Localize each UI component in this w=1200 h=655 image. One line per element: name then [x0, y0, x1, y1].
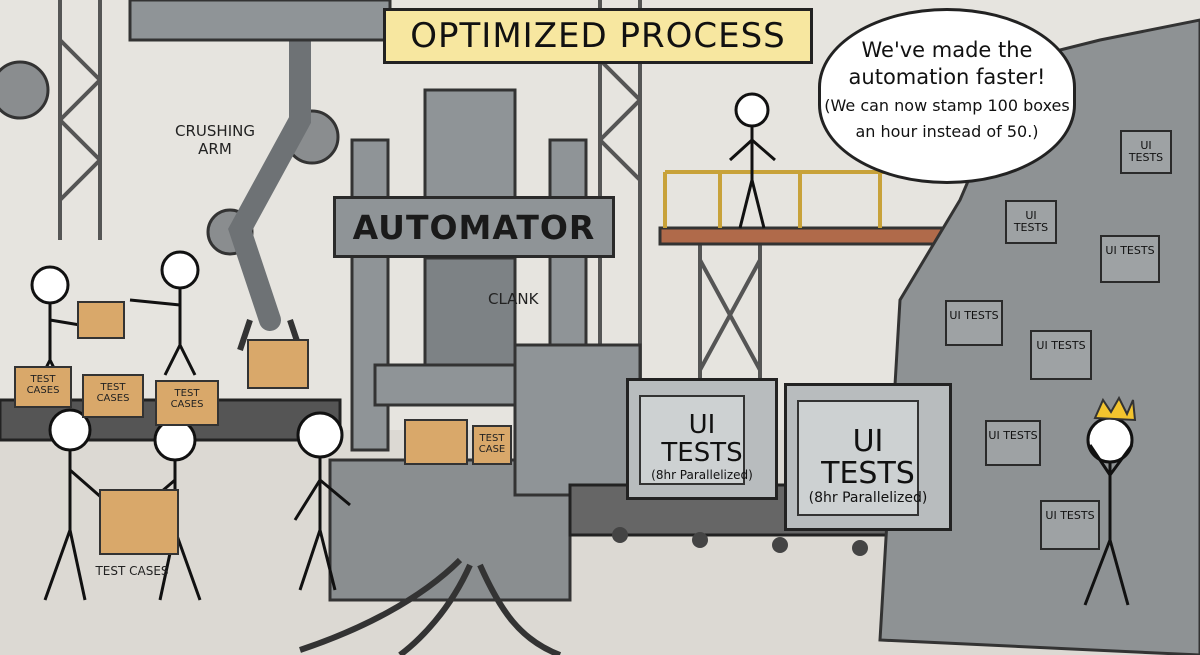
- box-title: UI: [688, 410, 716, 440]
- test-cases-box: TEST CASES: [155, 380, 219, 426]
- pile-box: UI TESTS: [1120, 130, 1172, 174]
- pile-box: UI TESTS: [985, 420, 1041, 466]
- page-title: OPTIMIZED PROCESS: [383, 8, 813, 64]
- test-cases-label: TEST CASES: [95, 564, 169, 578]
- pile-box: UI TESTS: [945, 300, 1003, 346]
- clank-label: CLANK: [488, 290, 539, 308]
- speech-line: (We can now stamp 100 boxes: [824, 96, 1070, 115]
- speech-bubble: We've made the automation faster! (We ca…: [818, 8, 1076, 184]
- crushing-arm: [228, 29, 311, 331]
- test-cases-box: TEST CASES: [14, 366, 72, 408]
- speech-line: an hour instead of 50.): [855, 122, 1039, 141]
- gear-icon: [0, 60, 50, 120]
- label-line: ARM: [198, 140, 232, 158]
- automator-sign: AUTOMATOR: [333, 196, 615, 258]
- stick-figures: [30, 92, 1134, 606]
- pile-box: UI TESTS: [1100, 235, 1160, 283]
- box-note: (8hr Parallelized): [651, 468, 753, 482]
- pile-box: UI TESTS: [1040, 500, 1100, 550]
- ui-tests-box: UI TESTS (8hr Parallelized): [784, 383, 952, 531]
- box-title: UI: [852, 424, 884, 459]
- crushing-arm-label: CRUSHING ARM: [160, 122, 270, 158]
- pile-box: UI TESTS: [1005, 200, 1057, 244]
- box-note: (8hr Parallelized): [808, 490, 928, 506]
- speech-line: automation faster!: [848, 65, 1046, 89]
- scaffolding: [58, 0, 762, 380]
- ui-tests-box: UI TESTS (8hr Parallelized): [626, 378, 778, 500]
- label-line: CRUSHING: [175, 122, 255, 140]
- box-title: TESTS: [661, 438, 743, 468]
- box-title: TESTS: [821, 456, 915, 491]
- test-cases-box: TEST CASES: [82, 374, 144, 418]
- test-case-box: TEST CASE: [472, 425, 512, 465]
- pile-box: UI TESTS: [1030, 330, 1092, 380]
- crown-icon: [1093, 395, 1137, 422]
- speech-line: We've made the: [861, 38, 1033, 62]
